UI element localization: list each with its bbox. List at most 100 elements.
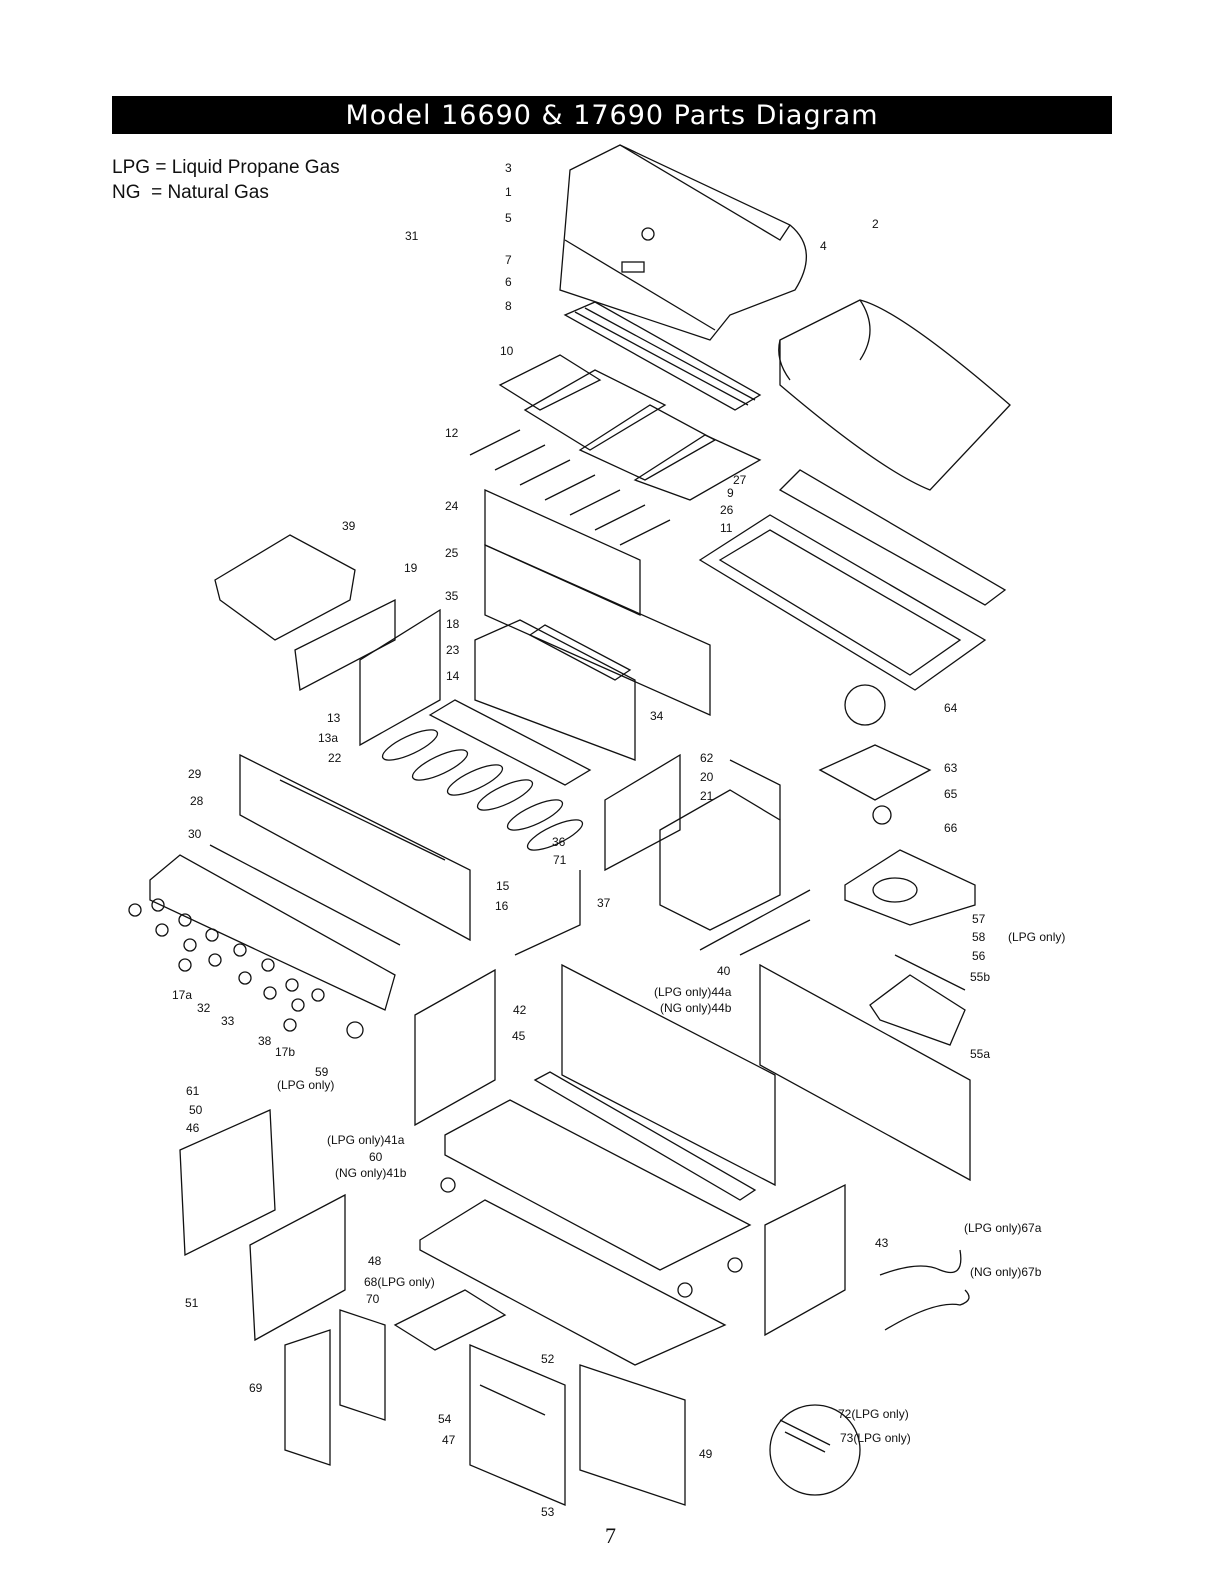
part-inset-detail [769, 1404, 861, 1496]
part-side-burner-lid [214, 534, 356, 641]
part-beam-45 [533, 1071, 757, 1201]
part-bottom-shelf-41b [419, 1199, 727, 1366]
part-label: 47 [442, 1433, 456, 1447]
part-label: 23 [446, 643, 460, 657]
part-gas-hose-ng [884, 1289, 970, 1331]
part-label: 28 [190, 794, 204, 808]
part-label: (LPG only)41a [327, 1133, 405, 1147]
part-label: (NG only)67b [970, 1265, 1042, 1279]
part-cooking-grate-2 [523, 369, 667, 451]
part-side-frame [604, 753, 681, 872]
part-label: 33 [221, 1014, 235, 1028]
part-label: 1 [505, 185, 512, 199]
part-label: 7 [505, 253, 512, 267]
part-panel-70 [339, 1309, 386, 1421]
part-label: 66 [944, 821, 958, 835]
part-label: (LPG only) [1008, 930, 1065, 944]
part-label: (NG only)44b [660, 1001, 732, 1015]
part-label: 16 [495, 899, 509, 913]
part-igniter-rail [528, 624, 632, 681]
part-label: 43 [875, 1236, 889, 1250]
part-cart-side-42 [414, 968, 496, 1127]
part-label: 26 [720, 503, 734, 517]
part-cooking-grate-1 [498, 354, 602, 411]
part-label: 18 [446, 617, 460, 631]
part-caster [727, 1257, 743, 1273]
part-label: 30 [188, 827, 202, 841]
part-tray-rail [778, 469, 1007, 606]
part-side-shelf [844, 849, 976, 926]
part-warming-rack [563, 301, 762, 411]
part-label: (LPG only) [277, 1078, 334, 1092]
part-label: 50 [189, 1103, 203, 1117]
part-label: 55a [970, 1047, 990, 1061]
part-door-handle [479, 1384, 546, 1416]
part-label: 9 [727, 486, 734, 500]
part-label: 35 [445, 589, 459, 603]
part-labels: 3153176428101227926112439192535182334146… [172, 161, 1065, 1519]
page-number: 7 [605, 1523, 616, 1548]
part-label: (LPG only)44a [654, 985, 732, 999]
part-panel-48 [249, 1193, 346, 1342]
part-label: 39 [342, 519, 356, 533]
part-label: 61 [186, 1084, 200, 1098]
part-label: 2 [872, 217, 879, 231]
part-label: 59 [315, 1065, 329, 1079]
part-label: 71 [553, 853, 567, 867]
page-title: Model 16690 & 17690 Parts Diagram [345, 99, 879, 131]
part-label: 22 [328, 751, 342, 765]
part-label: 56 [972, 949, 986, 963]
part-label: 36 [552, 835, 566, 849]
part-label: 65 [944, 787, 958, 801]
part-heat-shield [779, 299, 1011, 491]
part-label: 38 [258, 1034, 272, 1048]
part-label: 72(LPG only) [838, 1407, 909, 1421]
part-label: 19 [404, 561, 418, 575]
part-valve-rod [514, 870, 581, 956]
part-tray-68 [393, 1289, 507, 1351]
part-label: 48 [368, 1254, 382, 1268]
part-caster [677, 1282, 693, 1298]
part-flavor-bars [469, 429, 671, 546]
title-banner: Model 16690 & 17690 Parts Diagram [112, 96, 1112, 134]
part-side-cart [659, 789, 781, 931]
part-label: 49 [699, 1447, 713, 1461]
part-label: 10 [500, 344, 514, 358]
part-label: 13a [318, 731, 338, 745]
part-label: 3 [505, 161, 512, 175]
part-label: 64 [944, 701, 958, 715]
part-panel-49 [579, 1364, 686, 1506]
part-label: 31 [405, 229, 419, 243]
part-basket [869, 974, 966, 1046]
part-label: 32 [197, 1001, 211, 1015]
part-label: 29 [188, 767, 202, 781]
part-regulator-hose-lpg [879, 1249, 962, 1276]
part-rear-panel-44b [759, 963, 971, 1182]
part-door-47 [469, 1344, 566, 1506]
part-label: 60 [369, 1150, 383, 1164]
part-back-panel-lower [484, 543, 711, 717]
legend: LPG = Liquid Propane Gas NG = Natural Ga… [112, 155, 340, 205]
part-label: 62 [700, 751, 714, 765]
part-label: 45 [512, 1029, 526, 1043]
part-firebox-wall [474, 619, 636, 761]
part-label: 58 [972, 930, 986, 944]
part-label: 42 [513, 1003, 527, 1017]
part-label: 57 [972, 912, 986, 926]
part-label: (LPG only)67a [964, 1221, 1042, 1235]
part-label: 53 [541, 1505, 555, 1519]
legend-row-lpg: LPG = Liquid Propane Gas [112, 157, 340, 178]
part-door-frame-46 [179, 1109, 276, 1257]
part-label: 15 [496, 879, 510, 893]
part-label: 55b [970, 970, 990, 984]
part-label: 17a [172, 988, 192, 1002]
part-label: 40 [717, 964, 731, 978]
part-side-burner [872, 805, 892, 825]
part-drip-tray [698, 514, 987, 691]
part-side-panel-19 [294, 598, 396, 692]
part-label: 37 [597, 896, 611, 910]
part-label: 24 [445, 499, 459, 513]
part-label: 17b [275, 1045, 295, 1059]
part-label: 4 [820, 239, 827, 253]
